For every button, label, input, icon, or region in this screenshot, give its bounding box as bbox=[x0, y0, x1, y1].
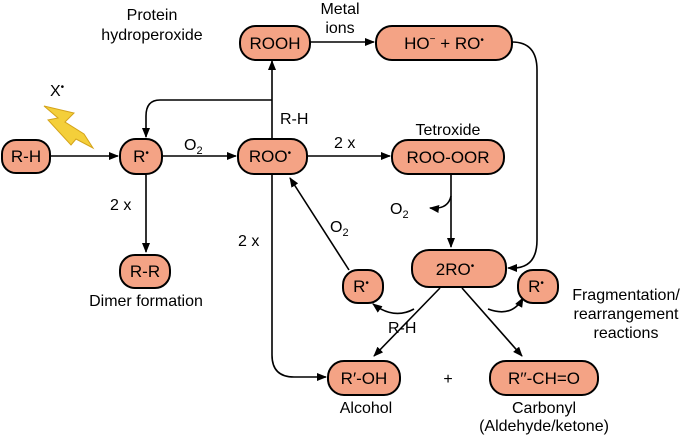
arrow-to-r-right bbox=[487, 297, 524, 313]
node-rooh-label: ROOH bbox=[250, 34, 301, 53]
radical-dot: • bbox=[471, 261, 475, 272]
arrow-2ro-to-alcohol bbox=[373, 287, 441, 357]
node-r-radical: R• bbox=[119, 138, 163, 175]
metal-ions-line2: ions bbox=[325, 20, 354, 37]
arrow-o2-release bbox=[429, 195, 452, 213]
node-carbonyl: R′′-CH=O bbox=[489, 360, 599, 396]
two-x-left-label: 2 x bbox=[110, 197, 131, 214]
arrow-r-to-roo-back bbox=[289, 177, 350, 271]
node-alcohol: R′-OH bbox=[327, 360, 401, 396]
node-rr-label: R-R bbox=[130, 262, 160, 281]
svg-text:O2: O2 bbox=[390, 201, 409, 221]
radical-dot: • bbox=[288, 148, 292, 159]
node-r-radical-right: R• bbox=[517, 269, 559, 304]
o2-label-back: O bbox=[330, 219, 342, 236]
node-r-mid-label: R bbox=[353, 277, 365, 296]
alcohol-label: Alcohol bbox=[340, 400, 392, 417]
node-ho-label: HO bbox=[404, 34, 430, 53]
lightning-bolt-icon bbox=[43, 105, 95, 150]
node-r-radical-mid: R• bbox=[342, 269, 384, 304]
node-r-right-label: R bbox=[528, 277, 540, 296]
node-hydroxyl-alkoxyl: HO− + RO• bbox=[375, 25, 513, 61]
node-carbonyl-label: R′′-CH=O bbox=[508, 369, 580, 388]
fragmentation-label-line2: rearrangement bbox=[574, 306, 680, 323]
node-r-label: R bbox=[133, 147, 145, 166]
o2-label-tetroxide: O bbox=[390, 201, 402, 218]
node-ro-label: + RO bbox=[435, 34, 480, 53]
rh-up-label: R-H bbox=[280, 111, 308, 128]
svg-text:R•: R• bbox=[528, 277, 544, 296]
svg-text:HO− + RO•: HO− + RO• bbox=[404, 34, 484, 53]
node-2ro-radical: 2RO• bbox=[411, 249, 507, 288]
o2-subscript: 2 bbox=[196, 145, 202, 157]
radical-dot: • bbox=[145, 148, 149, 159]
arrow-to-r-mid bbox=[372, 303, 415, 315]
edges bbox=[50, 38, 538, 381]
metal-ions-line1: Metal bbox=[320, 1, 359, 18]
svg-text:2RO•: 2RO• bbox=[436, 260, 475, 279]
plus-sign: + bbox=[443, 371, 452, 388]
o2-subscript: 2 bbox=[342, 227, 348, 239]
arrow-roo-to-alcohol bbox=[271, 175, 327, 381]
svg-text:O2: O2 bbox=[330, 219, 349, 239]
two-x-top-label: 2 x bbox=[334, 135, 355, 152]
node-roo-radical: ROO• bbox=[237, 138, 308, 175]
node-alcohol-label: R′-OH bbox=[341, 369, 388, 388]
radical-dot: • bbox=[540, 278, 544, 289]
tetroxide-label: Tetroxide bbox=[416, 122, 481, 139]
node-rh: R-H bbox=[1, 139, 51, 174]
fragmentation-label-line1: Fragmentation/ bbox=[572, 287, 680, 304]
svg-text:X•: X• bbox=[50, 82, 65, 100]
arrow-rh-transfer-to-r bbox=[142, 99, 272, 138]
svg-text:O2: O2 bbox=[184, 137, 203, 157]
carbonyl-label-line1: Carbonyl bbox=[512, 400, 576, 417]
node-rh-label: R-H bbox=[11, 147, 41, 166]
two-x-mid-label: 2 x bbox=[238, 233, 259, 250]
o2-subscript: 2 bbox=[402, 209, 408, 221]
arrow-2ro-to-carbonyl bbox=[461, 287, 523, 357]
node-rooh: ROOH bbox=[239, 25, 311, 61]
node-2ro-label: 2RO bbox=[436, 260, 471, 279]
node-tetroxide-label: ROO-OOR bbox=[406, 148, 489, 167]
node-tetroxide: ROO-OOR bbox=[391, 139, 505, 175]
radical-dot: • bbox=[480, 35, 484, 46]
svg-text:R•: R• bbox=[353, 277, 369, 296]
svg-text:R•: R• bbox=[133, 147, 149, 166]
fragmentation-label-line3: reactions bbox=[594, 325, 659, 342]
protein-label-line2: hydroperoxide bbox=[101, 27, 203, 44]
x-radical-label: X bbox=[50, 83, 61, 100]
radical-dot: • bbox=[365, 278, 369, 289]
dimer-formation-label: Dimer formation bbox=[89, 293, 203, 310]
node-rr: R-R bbox=[119, 254, 171, 289]
radical-dot: • bbox=[61, 82, 65, 93]
o2-label-main: O bbox=[184, 137, 196, 154]
minus-sign: − bbox=[430, 34, 436, 45]
arrow-hydroxyl-to-2ro bbox=[507, 41, 538, 272]
svg-text:ROO•: ROO• bbox=[249, 147, 292, 166]
carbonyl-label-line2: (Aldehyde/ketone) bbox=[479, 418, 609, 435]
rh-down-label: R-H bbox=[388, 320, 416, 337]
protein-label-line1: Protein bbox=[127, 7, 178, 24]
node-roo-label: ROO bbox=[249, 147, 288, 166]
